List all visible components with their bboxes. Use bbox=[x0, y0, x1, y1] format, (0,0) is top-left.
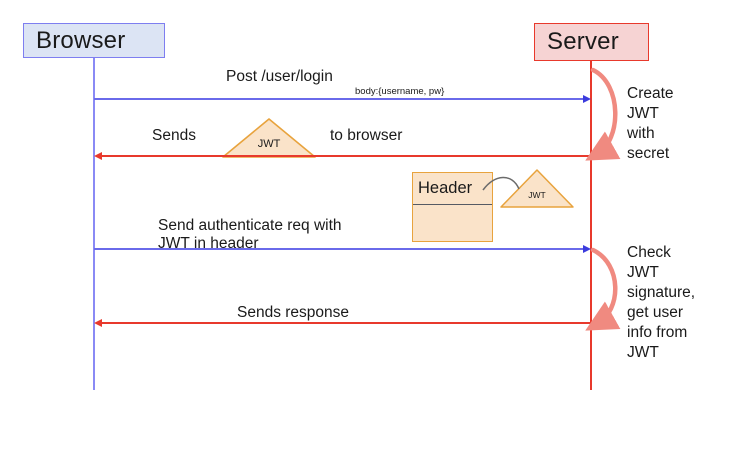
message-arrow-sends-response bbox=[102, 322, 591, 324]
message-label-authenticate-req-line1: Send authenticate req with bbox=[158, 217, 342, 234]
actor-label-server: Server bbox=[547, 28, 619, 55]
arrowhead-post-login bbox=[583, 94, 591, 103]
actor-label-browser: Browser bbox=[36, 26, 126, 54]
message-label-sends-jwt-before: Sends bbox=[152, 127, 196, 144]
jwt-token-triangle-small: JWT bbox=[500, 169, 574, 208]
message-sublabel-post-login-body: body:{username, pw} bbox=[355, 86, 445, 97]
lifeline-browser bbox=[93, 58, 96, 390]
jwt-token-triangle-large-label: JWT bbox=[257, 138, 281, 150]
header-box-label: Header bbox=[418, 179, 473, 197]
message-label-post-login: Post /user/login bbox=[226, 68, 333, 85]
self-loop-check-jwt bbox=[585, 247, 621, 331]
self-loop-create-jwt bbox=[585, 67, 621, 161]
lifeline-server bbox=[590, 61, 593, 390]
arrowhead-authenticate-req bbox=[583, 244, 591, 253]
actor-box-server: Server bbox=[534, 23, 649, 61]
arrowhead-sends-jwt bbox=[94, 151, 102, 160]
message-label-authenticate-req-line2: JWT in header bbox=[158, 235, 259, 252]
arrowhead-sends-response bbox=[94, 318, 102, 327]
message-arrow-sends-jwt bbox=[102, 155, 591, 157]
message-arrow-post-login bbox=[94, 98, 583, 100]
message-label-sends-response: Sends response bbox=[237, 304, 350, 321]
message-label-sends-jwt-after: to browser bbox=[330, 127, 403, 144]
jwt-token-triangle-large: JWT bbox=[222, 118, 316, 158]
header-box: Header bbox=[412, 172, 493, 242]
actor-box-browser: Browser bbox=[23, 23, 165, 58]
header-box-divider bbox=[413, 204, 492, 206]
server-activity-text-check-jwt: Check JWT signature, get user info from … bbox=[627, 244, 696, 361]
jwt-token-triangle-small-label: JWT bbox=[528, 190, 546, 200]
server-activity-text-create-jwt: Create JWT with secret bbox=[627, 85, 674, 162]
message-arrow-authenticate-req bbox=[94, 248, 583, 250]
